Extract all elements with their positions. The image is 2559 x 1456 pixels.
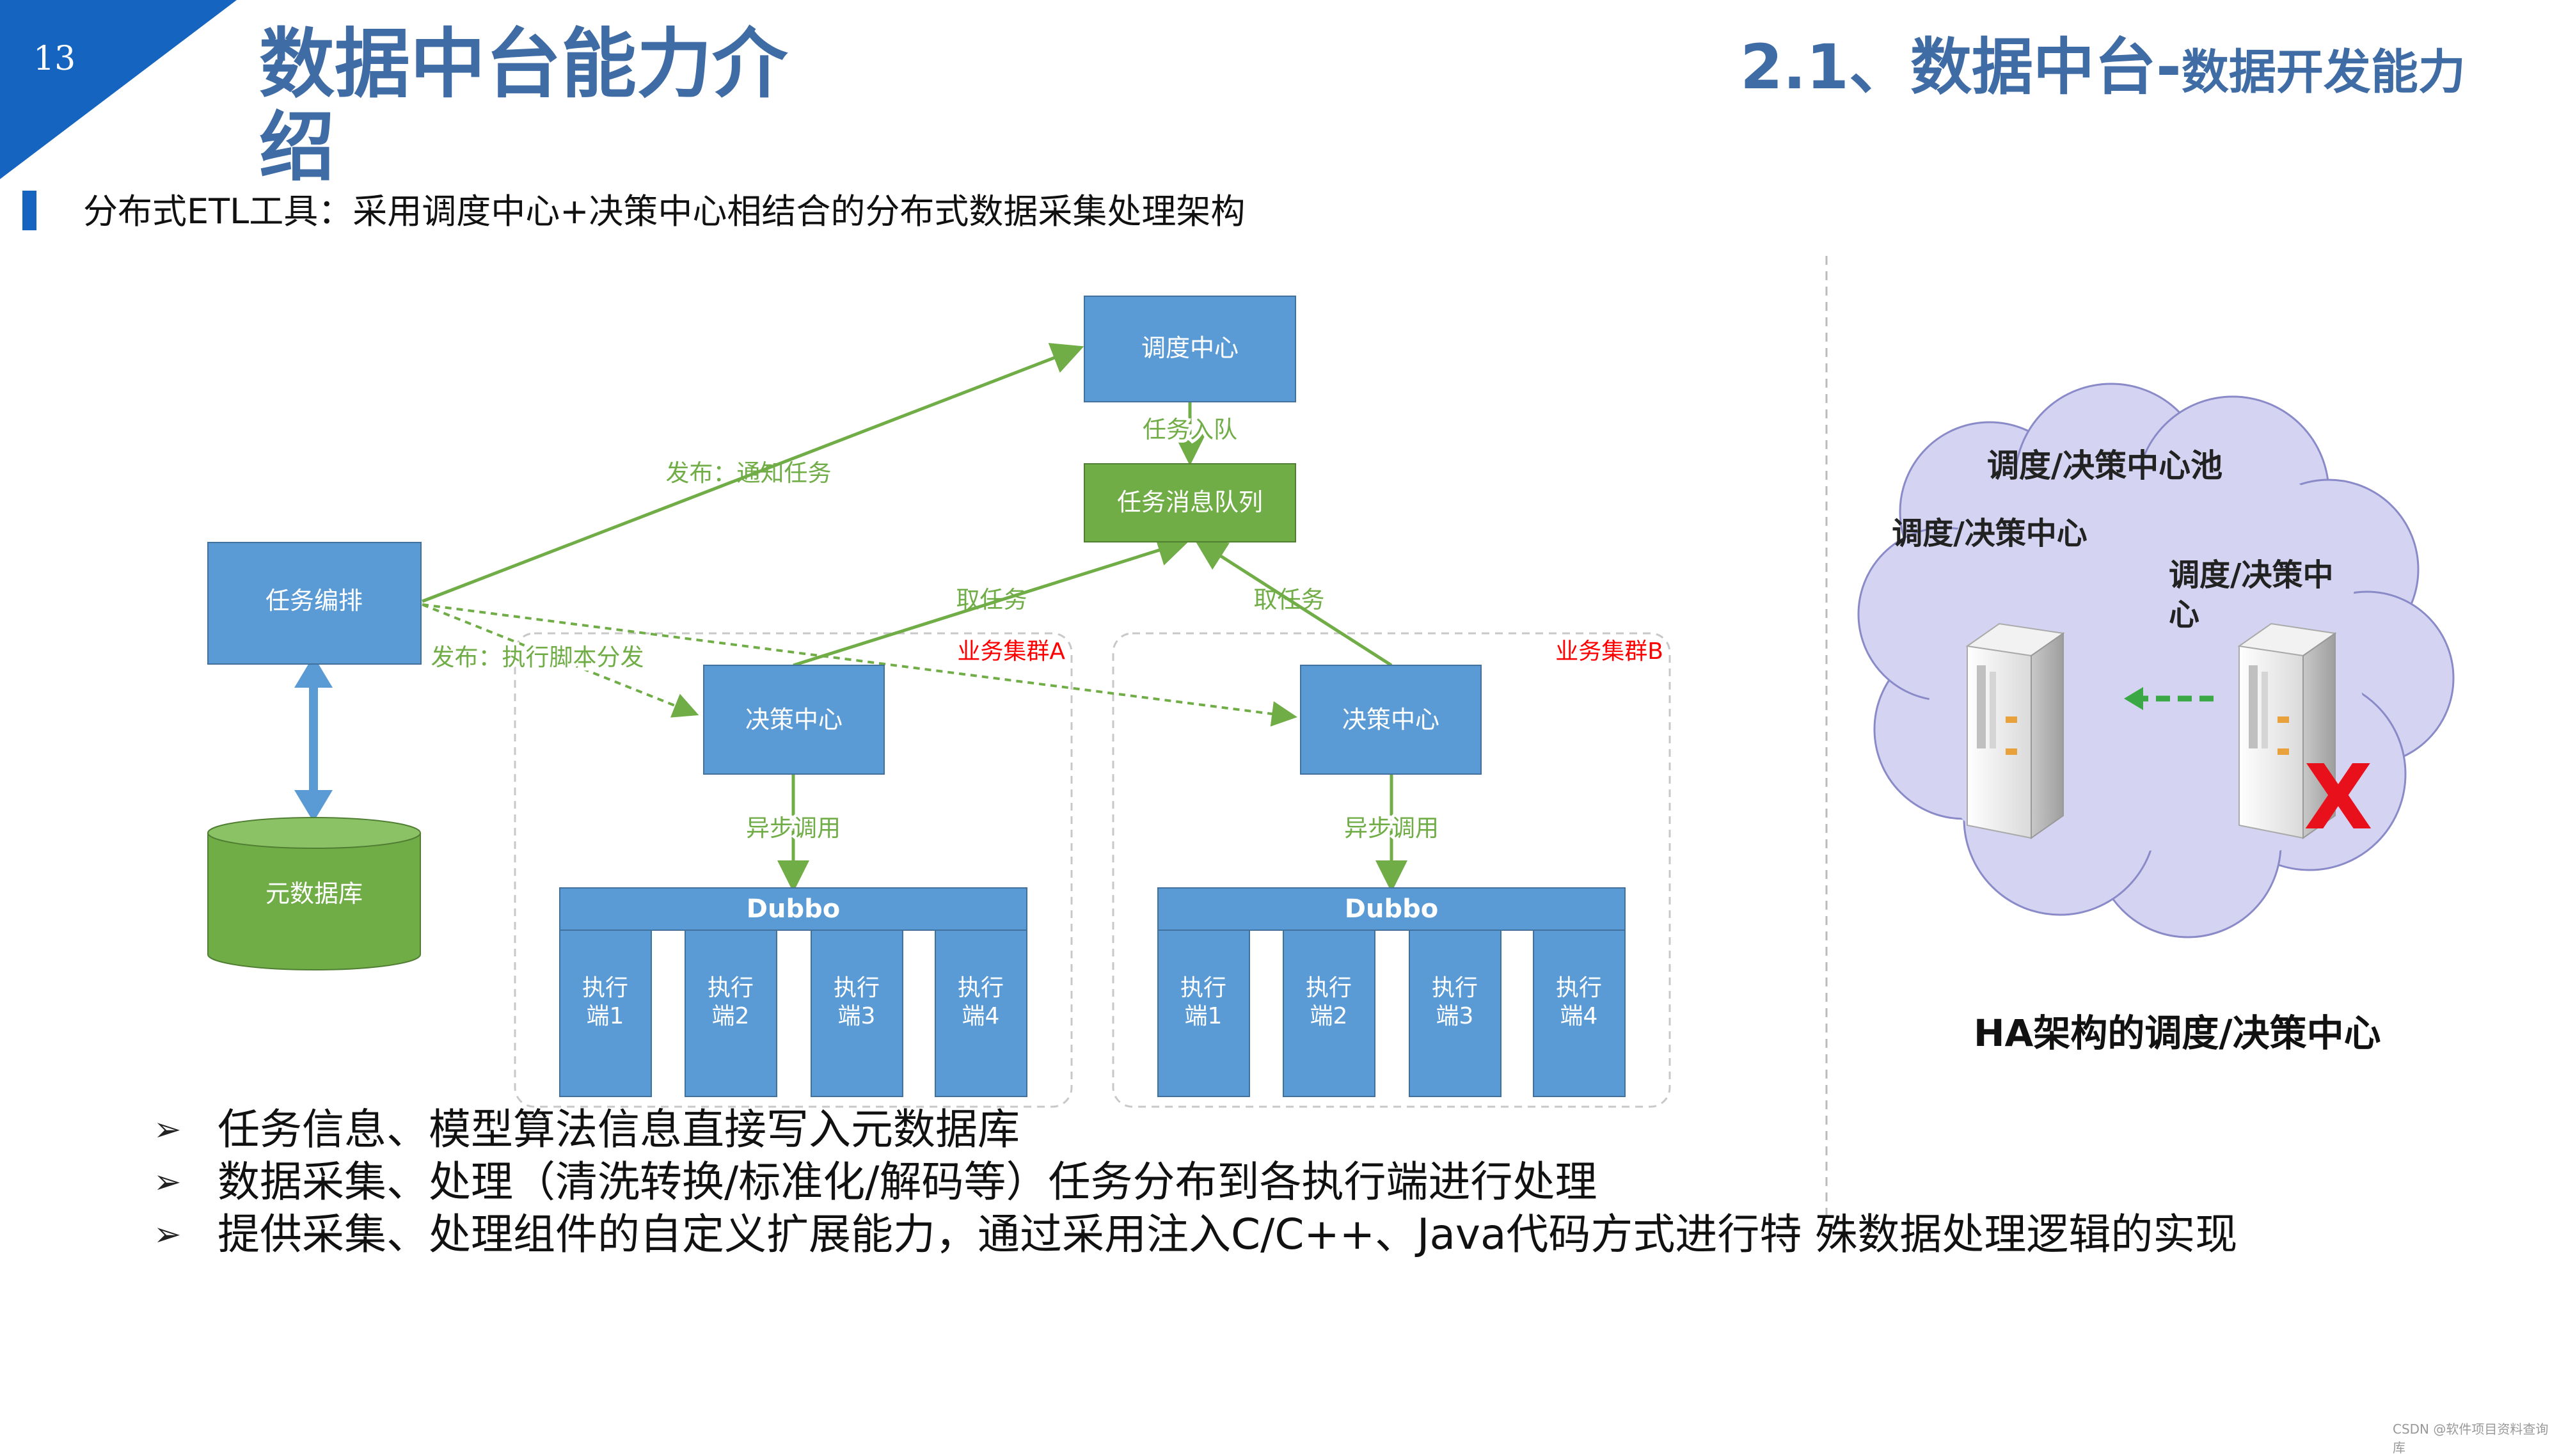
slide-subtitle: 2.1、数据中台-数据开发能力 [1740, 35, 2476, 117]
etl-architecture-diagram: 业务集群A 业务集群B 发布：通知任务 任务入队 取任务 取任务 发布：执行脚本… [207, 296, 1671, 1108]
bullet-text: 提供采集、处理组件的自定义扩展能力，通过采用注入C/C++、Java代码方式进行… [218, 1210, 2238, 1259]
executor-b-3 [1409, 930, 1501, 1097]
bullet-arrow-icon: ➢ [154, 1163, 182, 1201]
intro-marker [22, 191, 36, 230]
executor-a-3-line1: 执行 [834, 975, 880, 1001]
executor-a-4-line1: 执行 [958, 975, 1004, 1001]
node-scheduler: 调度中心 [1084, 296, 1296, 402]
intro-text: 分布式ETL工具：采用调度中心+决策中心相结合的分布式数据采集处理架构 [83, 191, 1246, 232]
edge-label-publish-notify: 发布：通知任务 [666, 459, 832, 487]
executor-a-3 [811, 930, 903, 1097]
edge-take-task-a [793, 535, 1190, 667]
bullet-text: 数据采集、处理（清洗转换/标准化/解码等）任务分布到各执行端进行处理 [218, 1157, 1597, 1207]
ha-server-right-label-2: 心 [2169, 597, 2199, 633]
node-decision-b: 决策中心 [1300, 665, 1482, 775]
node-orchestration-label: 任务编排 [265, 587, 363, 615]
executor-b-3-line1: 执行 [1432, 975, 1478, 1001]
executor-b-2-line1: 执行 [1306, 975, 1352, 1001]
executor-b-1-line1: 执行 [1180, 975, 1226, 1001]
executor-a-1-line1: 执行 [582, 975, 628, 1001]
section-divider [1825, 256, 1828, 1215]
edge-publish-script-b [422, 603, 1297, 727]
edge-publish-notify [422, 343, 1084, 603]
edge-label-async-a: 异步调用 [746, 814, 841, 842]
edge-take-task-b [1194, 539, 1393, 667]
edge-label-enqueue: 任务入队 [1143, 416, 1237, 443]
dubbo-b-label: Dubbo [1345, 894, 1438, 924]
edge-orchestration-db-head-up [294, 656, 333, 688]
dubbo-a: Dubbo 执行 端1 执行 端2 执行 端3 执行 端4 [559, 887, 1027, 1097]
subtitle-part-1: 2.1、数据中台- [1740, 31, 2182, 103]
executor-b-1-line2: 端1 [1185, 1003, 1223, 1029]
dubbo-b: Dubbo 执行 端1 执行 端2 执行 端3 执行 端4 [1157, 887, 1626, 1097]
subtitle-part-2: 数据开发能力 [2181, 45, 2466, 100]
node-scheduler-label: 调度中心 [1141, 334, 1239, 362]
executor-b-4-line1: 执行 [1556, 975, 1602, 1001]
ha-failure-x-icon: X [2304, 746, 2373, 850]
node-decision-a: 决策中心 [703, 665, 885, 775]
executor-b-2 [1283, 930, 1375, 1097]
node-metadata-db-label: 元数据库 [265, 880, 363, 908]
bullet-item: ➢ 任务信息、模型算法信息直接写入元数据库 [154, 1104, 2396, 1156]
executor-a-4-line2: 端4 [962, 1003, 1000, 1029]
bullet-arrow-icon: ➢ [154, 1215, 182, 1254]
bullet-text: 任务信息、模型算法信息直接写入元数据库 [218, 1105, 1020, 1154]
slide-title: 数据中台能力介绍 [259, 20, 788, 191]
bullet-arrow-icon: ➢ [154, 1111, 182, 1149]
dubbo-a-label: Dubbo [747, 894, 840, 924]
ha-server-right-label-1: 调度/决策中 [2169, 557, 2334, 593]
ha-failover-arrow [2124, 687, 2214, 710]
node-task-queue: 任务消息队列 [1084, 463, 1296, 542]
edge-label-take-task-b: 取任务 [1254, 586, 1325, 613]
corner-decoration [0, 0, 237, 179]
ha-server-left [1965, 622, 2065, 839]
ha-server-left-label: 调度/决策中心 [1892, 516, 2088, 551]
executor-a-2 [685, 930, 777, 1097]
node-decision-b-label: 决策中心 [1342, 706, 1439, 734]
executor-b-4-line2: 端4 [1560, 1003, 1598, 1029]
node-task-queue-label: 任务消息队列 [1117, 488, 1263, 516]
node-orchestration: 任务编排 [207, 542, 422, 665]
ha-architecture-diagram: 调度/决策中心池 调度/决策中心 调度/决策中 心 X [1857, 383, 2455, 938]
page-number: 13 [33, 40, 76, 78]
cluster-a-boundary [514, 632, 1073, 1108]
bullet-list: ➢ 任务信息、模型算法信息直接写入元数据库 ➢ 数据采集、处理（清洗转换/标准化/解… [154, 1104, 2396, 1261]
edge-label-publish-script: 发布：执行脚本分发 [431, 644, 644, 671]
executor-a-1-line2: 端1 [587, 1003, 624, 1029]
edge-label-async-b: 异步调用 [1344, 814, 1439, 842]
executor-a-2-line1: 执行 [708, 975, 754, 1001]
cluster-b-label: 业务集群B [1555, 638, 1663, 665]
ha-caption: HA架构的调度/决策中心 [1974, 1011, 2381, 1055]
node-decision-a-label: 决策中心 [745, 706, 843, 734]
watermark: CSDN @软件项目资料查询库 [2393, 1421, 2549, 1455]
ha-pool-label: 调度/决策中心池 [1987, 447, 2222, 484]
bullet-item: ➢ 提供采集、处理组件的自定义扩展能力，通过采用注入C/C++、Java代码方式进… [154, 1208, 2396, 1261]
edge-label-take-task-a: 取任务 [956, 586, 1027, 613]
edge-publish-script-a [422, 603, 699, 718]
ha-server-right [2237, 622, 2337, 839]
edge-orchestration-db-head-down [294, 790, 333, 822]
cluster-a-label: 业务集群A [957, 638, 1065, 665]
cluster-b-boundary [1112, 632, 1671, 1108]
executor-b-1 [1157, 930, 1250, 1097]
node-metadata-db: 元数据库 [207, 817, 421, 970]
executor-a-3-line2: 端3 [838, 1003, 876, 1029]
executor-a-1 [559, 930, 652, 1097]
executor-b-2-line2: 端2 [1310, 1003, 1348, 1029]
executor-a-4 [935, 930, 1027, 1097]
executor-b-3-line2: 端3 [1436, 1003, 1474, 1029]
executor-b-4 [1533, 930, 1626, 1097]
bullet-item: ➢ 数据采集、处理（清洗转换/标准化/解码等）任务分布到各执行端进行处理 [154, 1156, 2396, 1208]
executor-a-2-line2: 端2 [712, 1003, 750, 1029]
